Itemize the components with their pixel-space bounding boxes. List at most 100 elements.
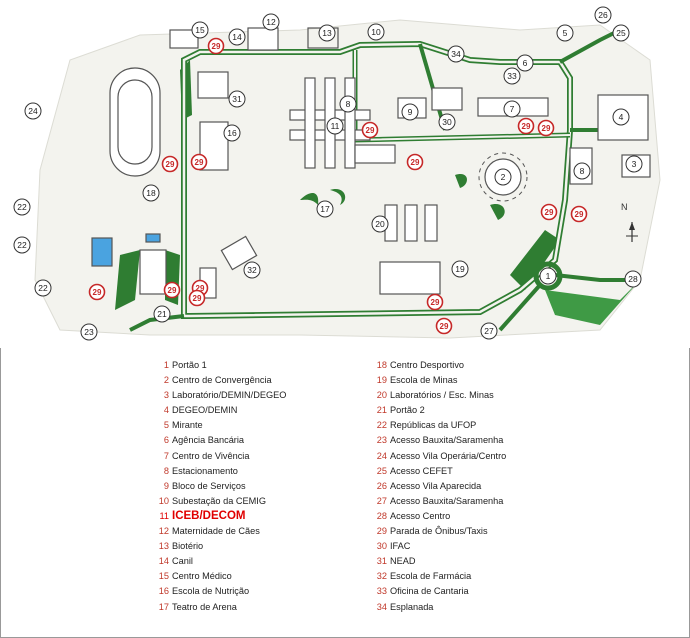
location-marker-7[interactable]: 7 [503,100,521,118]
bus-stop-marker[interactable]: 29 [163,281,181,299]
location-marker-label: 11 [331,121,340,131]
bus-stop-label: 29 [575,210,584,219]
bus-stop-marker[interactable]: 29 [190,153,208,171]
location-marker-32[interactable]: 32 [243,261,261,279]
legend-item-label: Oficina de Cantaria [390,586,469,597]
legend-item-number: 1 [163,360,169,370]
bus-stop-label: 29 [212,42,221,51]
location-marker-18[interactable]: 18 [142,184,160,202]
location-marker-28[interactable]: 28 [624,270,642,288]
location-marker-13[interactable]: 13 [318,24,336,42]
location-marker-8[interactable]: 8 [573,162,591,180]
location-marker-22[interactable]: 22 [13,236,31,254]
bus-stop-marker[interactable]: 29 [161,155,179,173]
location-marker-25[interactable]: 25 [612,24,630,42]
bus-stop-marker[interactable]: 29 [540,203,558,221]
location-marker-label: 1 [546,271,551,281]
bus-stop-marker[interactable]: 29 [207,37,225,55]
location-marker-14[interactable]: 14 [228,28,246,46]
location-marker-30[interactable]: 30 [438,113,456,131]
legend-item-label: Centro de Convergência [172,375,272,386]
location-marker-label: 22 [17,240,27,250]
bus-stop-marker[interactable]: 29 [361,121,379,139]
location-marker-3[interactable]: 3 [625,155,643,173]
legend-item-number: 11 [159,510,169,521]
compass-label: N [621,202,628,212]
location-marker-8[interactable]: 8 [339,95,357,113]
location-marker-label: 19 [455,264,465,274]
location-marker-label: 10 [371,27,381,37]
legend-item-label: Acesso Vila Aparecida [390,480,482,491]
bus-stop-marker[interactable]: 29 [537,119,555,137]
location-marker-27[interactable]: 27 [480,322,498,340]
bus-stop-marker[interactable]: 29 [406,153,424,171]
location-marker-5[interactable]: 5 [556,24,574,42]
location-marker-21[interactable]: 21 [153,305,171,323]
location-marker-22[interactable]: 22 [34,279,52,297]
location-marker-33[interactable]: 33 [503,67,521,85]
location-marker-label: 27 [484,326,494,336]
location-marker-19[interactable]: 19 [451,260,469,278]
legend-item-number: 31 [376,556,387,567]
legend-item-number: 19 [376,375,387,386]
legend-item-label: Estacionamento [172,465,238,476]
location-marker-label: 3 [632,159,637,169]
legend-item-number: 20 [376,390,387,401]
location-marker-17[interactable]: 17 [316,200,334,218]
bus-stop-marker[interactable]: 29 [188,289,206,307]
bus-stop-marker[interactable]: 29 [426,293,444,311]
location-marker-26[interactable]: 26 [594,6,612,24]
legend-item-number: 14 [158,556,169,567]
location-marker-label: 23 [84,327,94,337]
gate-roundabout [533,261,563,291]
location-marker-10[interactable]: 10 [367,23,385,41]
location-marker-23[interactable]: 23 [80,323,98,341]
legend-item-label: Parada de Ônibus/Taxis [390,526,488,537]
location-marker-label: 22 [17,202,27,212]
location-marker-1[interactable]: 1 [539,267,557,285]
location-marker-16[interactable]: 16 [223,124,241,142]
bus-stop-label: 29 [545,208,554,217]
location-marker-22[interactable]: 22 [13,198,31,216]
legend-item-label: Escola de Nutrição [172,586,250,597]
location-marker-34[interactable]: 34 [447,45,465,63]
location-marker-20[interactable]: 20 [371,215,389,233]
location-marker-2[interactable]: 2 [494,168,512,186]
location-marker-12[interactable]: 12 [262,13,280,31]
location-marker-24[interactable]: 24 [24,102,42,120]
bus-stop-marker[interactable]: 29 [517,117,535,135]
location-marker-label: 33 [507,71,517,81]
campus-map[interactable]: N 12345678891011121314151617181920212222… [0,0,690,348]
location-marker-label: 14 [232,32,242,42]
location-marker-6[interactable]: 6 [516,54,534,72]
legend-item-number: 3 [163,390,169,401]
location-marker-31[interactable]: 31 [228,90,246,108]
legend-item-number: 17 [158,601,169,612]
legend-item-number: 8 [163,465,169,476]
location-marker-15[interactable]: 15 [191,21,209,39]
legend-item-label: Canil [172,556,193,567]
location-marker-9[interactable]: 9 [401,103,419,121]
location-marker-4[interactable]: 4 [612,108,630,126]
legend-item-number: 10 [158,495,169,506]
bus-stop-marker[interactable]: 29 [88,283,106,301]
legend-item-number: 28 [376,510,387,521]
legend-item-label: Escola de Farmácia [390,571,472,582]
bus-stop-marker[interactable]: 29 [435,317,453,335]
location-marker-11[interactable]: 11 [326,117,344,135]
bus-stop-label: 29 [431,298,440,307]
legend-item-label: DEGEO/DEMIN [172,405,238,416]
location-marker-label: 31 [232,94,242,104]
bus-stop-marker[interactable]: 29 [570,205,588,223]
